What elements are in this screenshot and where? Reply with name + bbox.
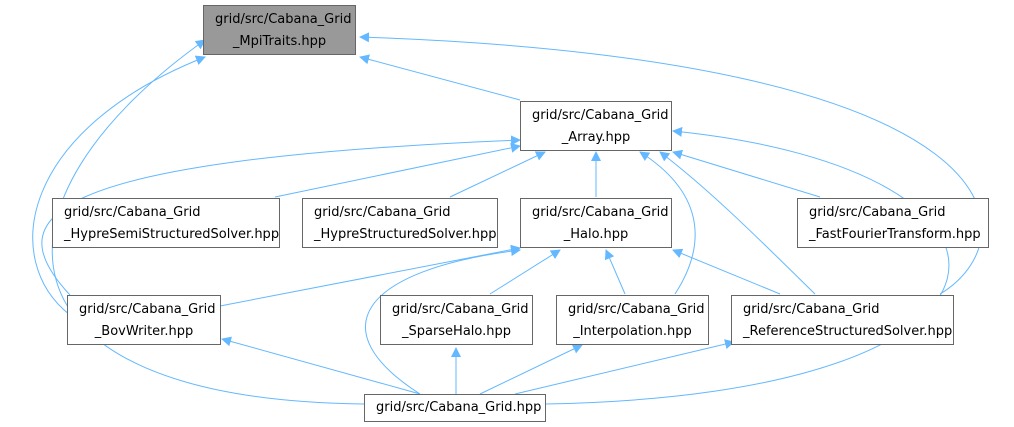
edge-interp-to-array: [639, 151, 696, 295]
edge-refsolver-to-mpitraits: [359, 32, 983, 295]
edge-fft-to-array: [672, 149, 821, 198]
edge-hypresemi-to-array: [274, 142, 521, 198]
node-refsolver-line1: grid/src/Cabana_Grid: [743, 302, 880, 317]
node-bovwriter-line1: grid/src/Cabana_Grid: [79, 302, 216, 317]
node-bovwriter-line2: _BovWriter.hpp: [94, 324, 194, 339]
node-fft-line1: grid/src/Cabana_Grid: [809, 205, 946, 220]
node-cabanagrid[interactable]: grid/src/Cabana_Grid.hpp: [364, 394, 546, 422]
edge-interp-to-halo: [604, 249, 626, 295]
node-hyprestruct-line1: grid/src/Cabana_Grid: [314, 205, 451, 220]
node-halo[interactable]: grid/src/Cabana_Grid _Halo.hpp: [520, 198, 672, 248]
edge-array-to-mpitraits: [359, 54, 521, 101]
edge-cabanagrid-to-refsolver: [514, 339, 735, 395]
node-mpitraits[interactable]: grid/src/Cabana_Grid _MpiTraits.hpp: [203, 5, 356, 55]
node-sparsehalo-line2: _SparseHalo.hpp: [401, 324, 512, 339]
node-halo-line2: _Halo.hpp: [563, 227, 629, 242]
node-fft-line2: _FastFourierTransform.hpp: [809, 227, 981, 242]
edge-sparsehalo-to-halo: [489, 249, 561, 295]
node-fft[interactable]: grid/src/Cabana_Grid _FastFourierTransfo…: [797, 198, 989, 248]
node-hyprestruct-line2: _HypreStructuredSolver.hpp: [314, 227, 497, 242]
edge-cabanagrid-to-halo: [364, 246, 521, 395]
edge-refsolver-to-halo: [672, 248, 781, 295]
node-interp[interactable]: grid/src/Cabana_Grid _Interpolation.hpp: [556, 295, 709, 345]
node-array-line1: grid/src/Cabana_Grid: [532, 108, 669, 123]
edge-bovwriter-to-array: [41, 135, 521, 296]
node-refsolver-line2: _ReferenceStructuredSolver.hpp: [743, 324, 953, 339]
node-mpitraits-line2: _MpiTraits.hpp: [232, 34, 327, 49]
node-array[interactable]: grid/src/Cabana_Grid _Array.hpp: [520, 101, 672, 151]
node-interp-line2: _Interpolation.hpp: [573, 324, 692, 339]
edge-cabanagrid-to-mpitraits: [51, 39, 366, 405]
node-hypresemi-line1: grid/src/Cabana_Grid: [64, 205, 201, 220]
edge-hyprestruct-to-array: [449, 151, 546, 198]
node-array-line2: _Array.hpp: [561, 130, 631, 145]
node-bovwriter[interactable]: grid/src/Cabana_Grid _BovWriter.hpp: [67, 295, 221, 345]
node-sparsehalo-line1: grid/src/Cabana_Grid: [392, 302, 529, 317]
node-mpitraits-line1: grid/src/Cabana_Grid: [215, 12, 352, 27]
edge-cabanagrid-to-bovwriter: [221, 336, 421, 395]
node-cabanagrid-line1: grid/src/Cabana_Grid.hpp: [376, 400, 542, 415]
node-hypresemi[interactable]: grid/src/Cabana_Grid _HypreSemiStructure…: [52, 198, 280, 248]
edge-bovwriter-to-halo: [219, 244, 521, 307]
edge-refsolver-to-array: [659, 151, 816, 295]
node-refsolver[interactable]: grid/src/Cabana_Grid _ReferenceStructure…: [731, 295, 954, 345]
edge-cabanagrid-to-interp: [479, 344, 583, 395]
node-hypresemi-line2: _HypreSemiStructuredSolver.hpp: [64, 227, 280, 242]
edge-cabanagrid-to-array: [544, 126, 950, 405]
node-halo-line1: grid/src/Cabana_Grid: [532, 205, 669, 220]
edge-bovwriter-to-mpitraits: [32, 55, 206, 316]
node-interp-line1: grid/src/Cabana_Grid: [568, 302, 705, 317]
node-hyprestruct[interactable]: grid/src/Cabana_Grid _HypreStructuredSol…: [302, 198, 498, 248]
node-sparsehalo[interactable]: grid/src/Cabana_Grid _SparseHalo.hpp: [380, 295, 533, 345]
